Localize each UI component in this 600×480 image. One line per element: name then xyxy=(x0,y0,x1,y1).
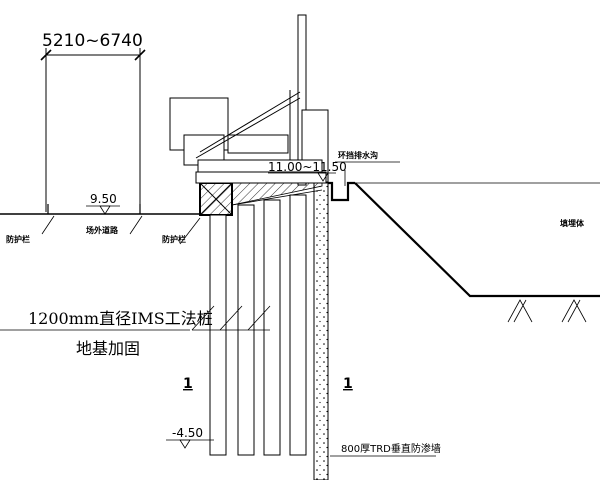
ims-piles xyxy=(209,194,307,456)
pile-toe-marker xyxy=(179,439,191,449)
pile xyxy=(263,199,281,456)
road-level-marker xyxy=(99,205,111,215)
pile-toe-level-label: -4.50 xyxy=(172,426,203,440)
section-mark-right: 1 xyxy=(343,376,353,392)
drilling-rig xyxy=(169,14,329,186)
pile xyxy=(209,214,227,456)
span-dimension-label: 5210~6740 xyxy=(42,31,143,51)
section-mark-left: 1 xyxy=(183,376,193,392)
site-road: 9.50 防护栏 场外道路 防护栏 xyxy=(0,192,201,245)
trd-wall xyxy=(313,182,329,480)
pile-spec-label: 1200mm直径IMS工法桩 xyxy=(28,309,213,328)
fill-embankment-label: 填埋体 xyxy=(560,218,585,228)
drain-ditch-label: 环挡排水沟 xyxy=(338,150,378,160)
pile-note: 1200mm直径IMS工法桩 地基加固 xyxy=(0,305,271,358)
top-level: 11.00~11.50 xyxy=(268,160,347,182)
pile-purpose-label: 地基加固 xyxy=(76,339,140,358)
pile-cap xyxy=(199,182,233,216)
trd-note: 800厚TRD垂直防渗墙 xyxy=(330,442,441,457)
guardrail-left-label: 防护栏 xyxy=(6,234,30,244)
trd-wall-label: 800厚TRD垂直防渗墙 xyxy=(341,442,441,455)
top-level-label: 11.00~11.50 xyxy=(268,160,347,174)
ditch-and-embankment: 环挡排水沟 填埋体 xyxy=(328,150,600,323)
site-road-label: 场外道路 xyxy=(86,225,119,235)
road-level-label: 9.50 xyxy=(90,192,117,206)
pile xyxy=(289,194,307,456)
guardrail-mid-label: 防护栏 xyxy=(162,234,186,244)
top-level-marker xyxy=(317,172,329,182)
span-dimension: 5210~6740 xyxy=(40,31,146,212)
pile-toe-level: -4.50 xyxy=(166,426,214,449)
